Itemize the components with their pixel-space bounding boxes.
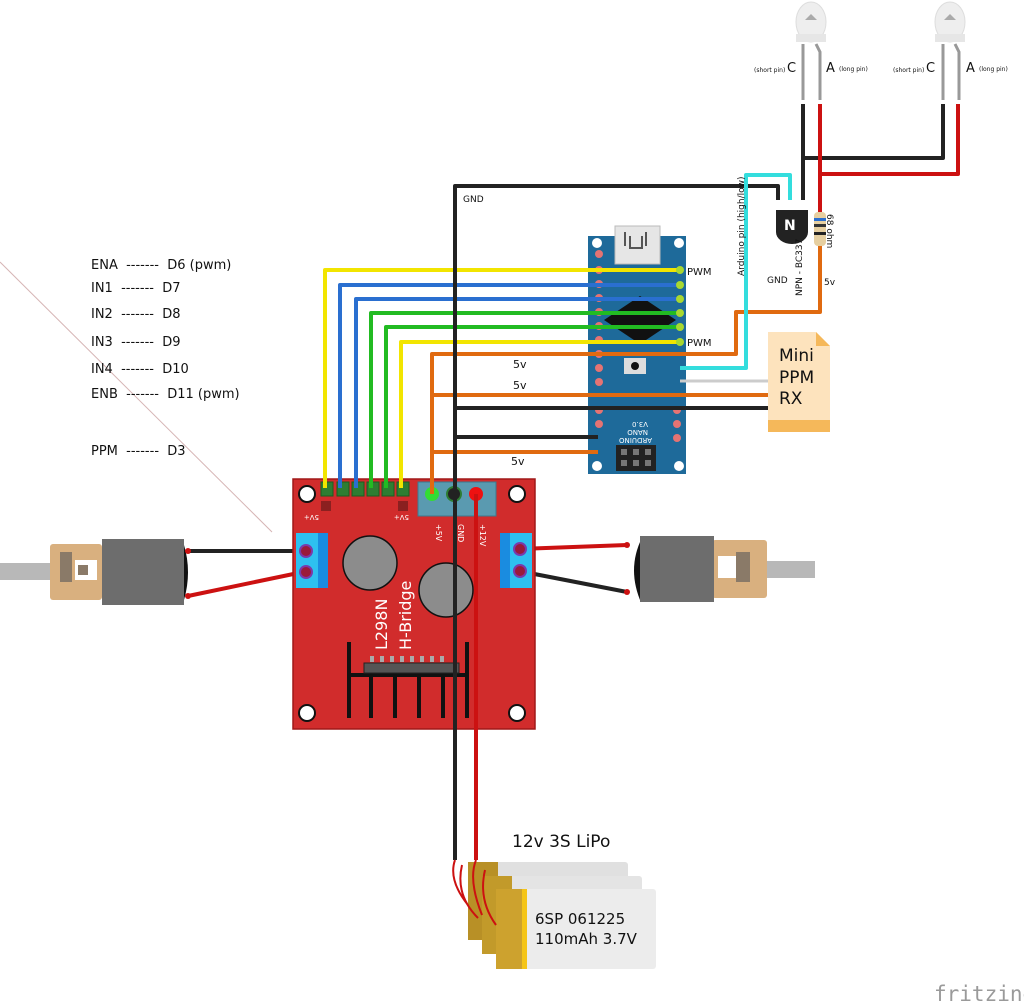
pin-map-enb: ENB ------- D11 (pwm) [91, 387, 240, 402]
pwm-label-2: PWM [687, 338, 712, 349]
transistor-bc337: N [776, 210, 808, 244]
pin-map-ena: ENA ------- D6 (pwm) [91, 258, 231, 273]
rx-label-2: PPM [779, 368, 814, 388]
transistor-label: NPN - BC337 [795, 239, 805, 296]
battery-label-2: 110mAh 3.7V [535, 930, 638, 948]
led1-anode: A [826, 61, 835, 76]
wire-arduino-signal [680, 173, 792, 370]
pin-name: D3 [167, 444, 186, 459]
signal-name: IN2 [91, 307, 113, 322]
signal-name: ENB [91, 387, 118, 402]
hbridge-label-2: H-Bridge [396, 581, 415, 650]
wire-5v-main [430, 244, 822, 494]
wire-in4 [384, 325, 680, 488]
wire-in3 [369, 311, 680, 488]
mini-ppm-rx [768, 332, 830, 432]
5v-label-right: 5v [824, 278, 836, 288]
power-wires [430, 104, 960, 860]
battery-title: 12v 3S LiPo [512, 832, 610, 852]
nano-label-2: NANO [627, 428, 648, 436]
wire-led2-anode [820, 104, 960, 176]
wire-ena [323, 268, 680, 488]
wire-enb [399, 340, 680, 488]
nano-label-3: V3.0 [632, 420, 648, 428]
led2-short-pin: (short pin) [893, 67, 924, 74]
rx-label-1: Mini [779, 346, 814, 366]
arduino-nano: ARDUINO NANO V3.0 [588, 225, 686, 474]
wire-in2 [354, 297, 680, 488]
pin-name: D10 [162, 362, 189, 377]
svg-text:N: N [784, 218, 796, 234]
arrow: ------- [121, 281, 154, 296]
pin-name: D9 [162, 335, 181, 350]
signal-wires [323, 268, 680, 488]
wire-gnd-main [453, 184, 780, 860]
transistor-gnd-label: GND [767, 276, 788, 286]
hbridge-label-1: L298N [372, 599, 391, 650]
fritzing-logo: fritzing [934, 982, 1024, 1006]
nano-label-1: ARDUINO [619, 436, 652, 444]
arrow: ------- [121, 335, 154, 350]
pin-map-in4: IN4 ------- D10 [91, 362, 189, 377]
resistor-label: 68 ohm [824, 214, 834, 248]
pin-map-ppm: PPM ------- D3 [91, 444, 186, 459]
pin-name: D7 [162, 281, 181, 296]
led2-long-pin: (long pin) [979, 66, 1008, 73]
arrow: ------- [126, 387, 159, 402]
pin-name: D11 (pwm) [167, 387, 240, 402]
pin-map-in2: IN2 ------- D8 [91, 307, 181, 322]
pwm-label-1: PWM [687, 267, 712, 278]
5v-label-1: 5v [513, 358, 527, 371]
arrow: ------- [126, 444, 160, 459]
arduino-pin-label: Arduino pin (high/low) [737, 176, 747, 276]
5v-label-3: 5v [511, 455, 525, 468]
gnd-label: GND [463, 195, 484, 205]
signal-name: PPM [91, 444, 118, 459]
hbridge-5v-right: 5V+ [394, 513, 409, 521]
signal-name: IN1 [91, 281, 113, 296]
arrow: ------- [121, 307, 154, 322]
motor-left [0, 539, 304, 605]
resistor-68ohm [814, 212, 826, 246]
led1-long-pin: (long pin) [839, 66, 868, 73]
pin-map-in3: IN3 ------- D9 [91, 335, 181, 350]
lipo-battery [452, 859, 656, 969]
pin-name: D8 [162, 307, 181, 322]
led2-anode: A [966, 61, 975, 76]
led-2 [934, 1, 966, 100]
arrow: ------- [121, 362, 154, 377]
led1-cathode: C [787, 61, 796, 76]
hbridge-5v-label: +5V [434, 524, 443, 542]
guide-line [0, 261, 273, 533]
wire-in1 [338, 283, 680, 488]
motor-right [518, 536, 815, 602]
hbridge-5v-left: 5V+ [304, 513, 319, 521]
led2-cathode: C [926, 61, 935, 76]
signal-name: ENA [91, 258, 118, 273]
wire-led2-cathode [803, 104, 945, 160]
l298n-h-bridge: L298N H-Bridge +5V GND +12V 5V+ 5V+ [292, 478, 536, 730]
led-1 [795, 1, 827, 100]
led1-short-pin: (short pin) [754, 67, 785, 74]
rx-label-3: RX [779, 389, 803, 409]
pin-map-in1: IN1 ------- D7 [91, 281, 181, 296]
hbridge-vin-label: +12V [478, 524, 487, 547]
battery-label-1: 6SP 061225 [535, 910, 625, 928]
signal-name: IN4 [91, 362, 113, 377]
signal-name: IN3 [91, 335, 113, 350]
hbridge-gnd-label: GND [456, 524, 465, 542]
pin-name: D6 (pwm) [167, 258, 232, 273]
arrow: ------- [126, 258, 159, 273]
5v-label-2: 5v [513, 379, 527, 392]
